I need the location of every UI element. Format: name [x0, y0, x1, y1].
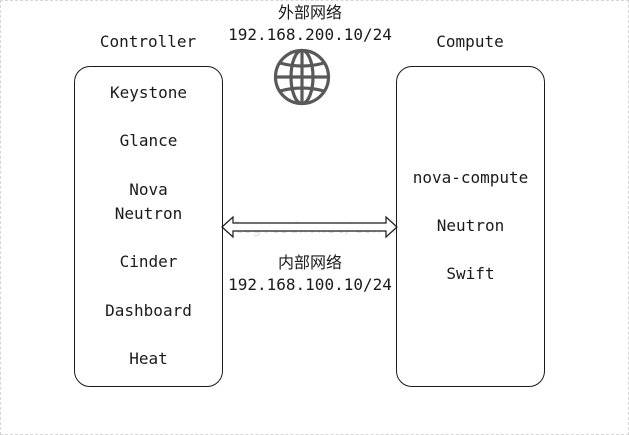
controller-service-cinder: Cinder	[119, 252, 178, 271]
controller-title: Controller	[99, 32, 197, 51]
controller-node: Keystone Glance Nova Neutron Cinder Dash…	[74, 66, 223, 387]
controller-service-dashboard: Dashboard	[105, 301, 192, 320]
external-network-title: 外部网络	[277, 3, 342, 22]
external-network-cidr: 192.168.200.10/24	[228, 25, 392, 44]
globe-icon	[273, 48, 331, 106]
compute-node: nova-compute Neutron Swift	[396, 66, 545, 387]
controller-service-nova: Nova	[129, 180, 168, 199]
internal-network-title: 内部网络	[277, 253, 342, 272]
controller-service-neutron: Neutron	[114, 204, 183, 223]
compute-service-neutron: Neutron	[436, 216, 505, 235]
controller-service-keystone: Keystone	[109, 83, 188, 102]
controller-service-glance: Glance	[119, 131, 178, 150]
compute-service-swift: Swift	[446, 264, 495, 283]
internal-network-cidr: 192.168.100.10/24	[228, 275, 392, 294]
compute-title: Compute	[436, 32, 504, 51]
double-arrow-icon	[221, 215, 398, 239]
compute-service-nova-compute: nova-compute	[412, 168, 529, 187]
controller-service-heat: Heat	[129, 349, 168, 368]
